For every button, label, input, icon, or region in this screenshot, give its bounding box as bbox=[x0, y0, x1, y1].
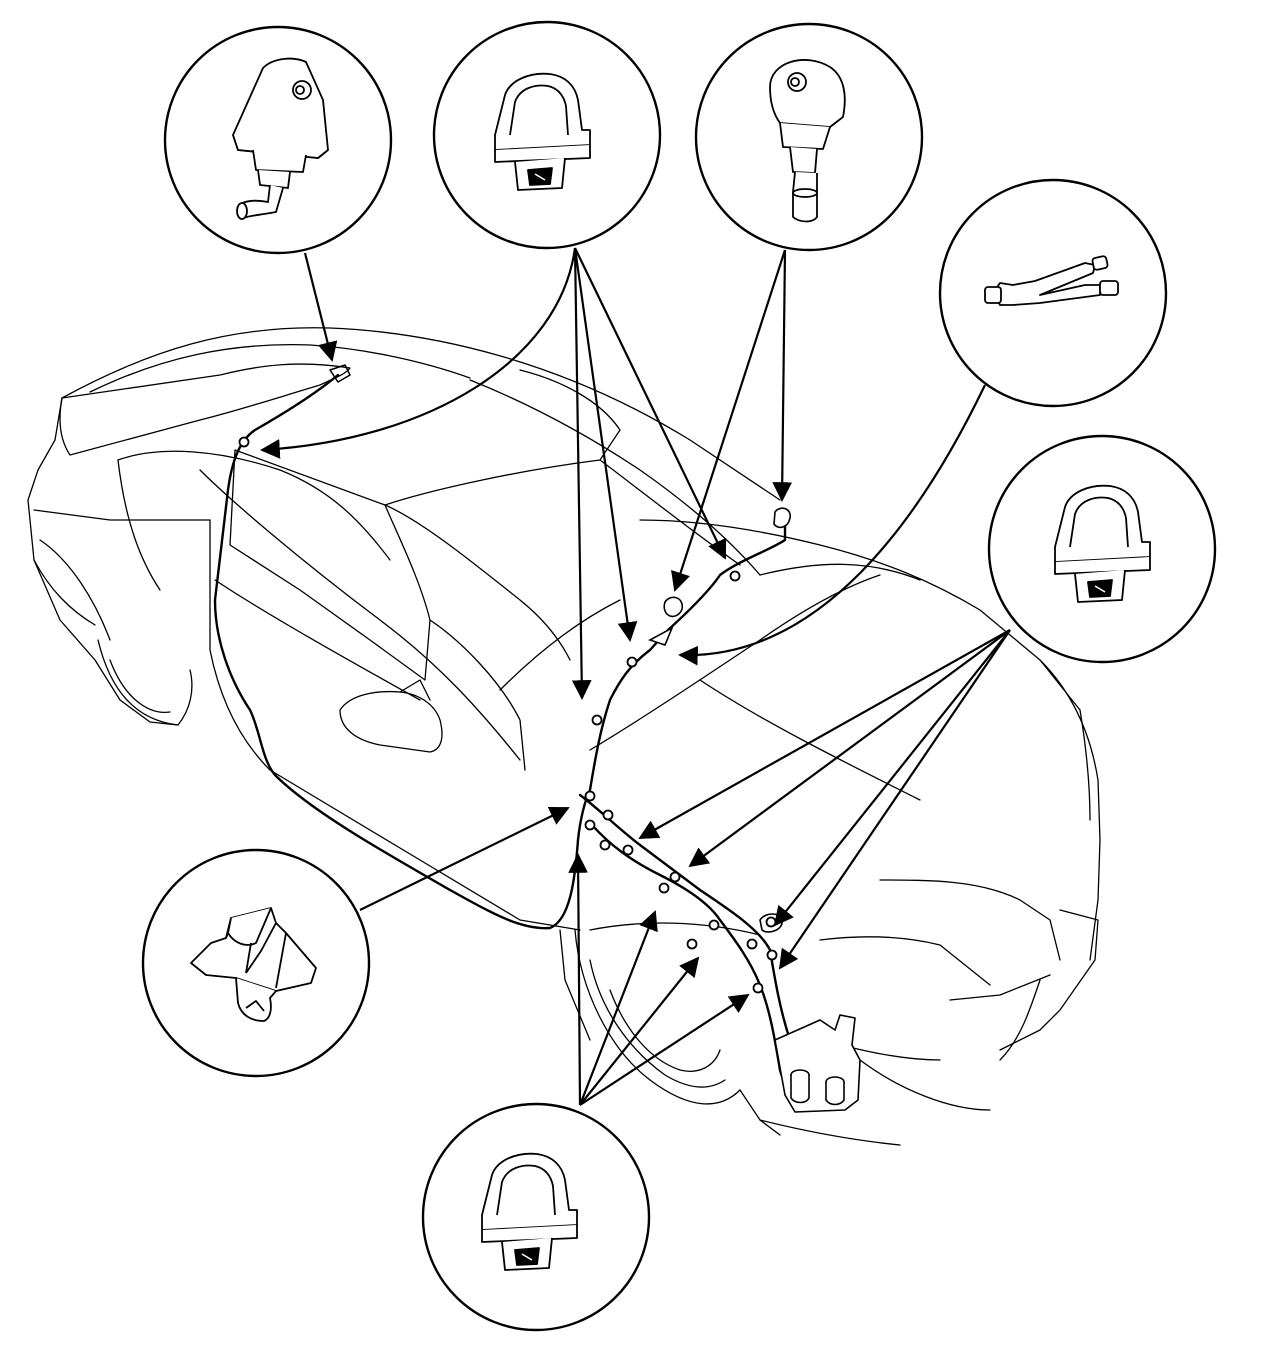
clip-dot bbox=[729, 570, 741, 582]
hose-clip-icon bbox=[481, 1152, 578, 1271]
arrow bbox=[573, 247, 638, 642]
arrow bbox=[579, 993, 750, 1106]
clip-dot bbox=[584, 819, 596, 831]
arrow bbox=[579, 956, 700, 1106]
hose-clip-icon bbox=[494, 72, 591, 191]
hose-clip-icon bbox=[1054, 484, 1151, 603]
arrow bbox=[688, 629, 1011, 868]
clip-dot bbox=[766, 949, 778, 961]
clip-dot bbox=[602, 809, 614, 821]
windshield-nozzle-fittings bbox=[648, 507, 791, 646]
arrow bbox=[260, 247, 577, 459]
arrow bbox=[571, 247, 592, 700]
arrow bbox=[671, 249, 787, 592]
clip-dot bbox=[752, 982, 764, 994]
clip-dot bbox=[584, 790, 596, 802]
arrow bbox=[772, 249, 793, 502]
rear-washer-nozzle-icon bbox=[232, 57, 329, 220]
clip-dot bbox=[658, 882, 670, 894]
clip-dot bbox=[591, 714, 603, 726]
clip-dot bbox=[708, 919, 720, 931]
clip-dot bbox=[622, 844, 634, 856]
arrow bbox=[578, 910, 658, 1106]
clip-dot bbox=[765, 916, 777, 928]
arrow bbox=[359, 806, 570, 911]
three-way-joint-icon bbox=[984, 255, 1119, 306]
clip-dot bbox=[238, 436, 250, 448]
clip-dot bbox=[599, 839, 611, 851]
arrow bbox=[773, 629, 1011, 927]
clip-dot bbox=[746, 938, 758, 950]
arrow bbox=[568, 853, 589, 1106]
clip-dot bbox=[626, 656, 638, 668]
clip-dots bbox=[238, 436, 778, 994]
arrow bbox=[638, 629, 1011, 839]
arrow bbox=[678, 384, 986, 666]
arrow bbox=[778, 629, 1011, 970]
clip-dot bbox=[669, 871, 681, 883]
leader-arrows bbox=[260, 247, 1011, 1106]
windshield-washer-nozzle-icon bbox=[769, 59, 846, 223]
washer-reservoir bbox=[759, 913, 861, 1113]
hose-clamp-icon bbox=[190, 907, 317, 1022]
arrow bbox=[303, 252, 338, 362]
clip-dot bbox=[686, 938, 698, 950]
arrow bbox=[574, 247, 727, 560]
